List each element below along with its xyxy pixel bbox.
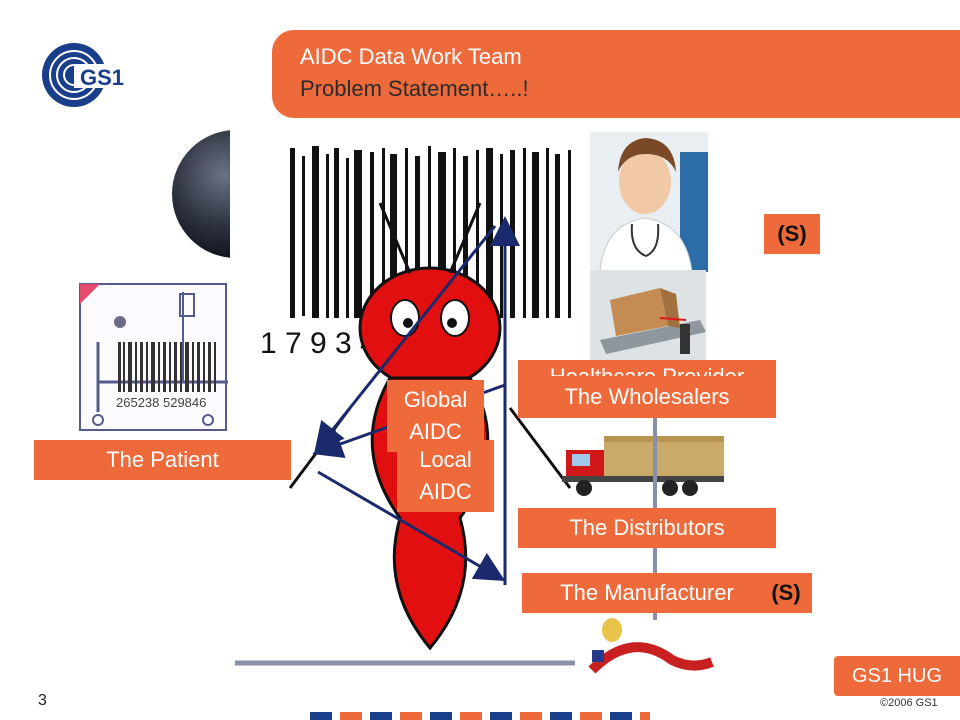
- the-manufacturer-label: The Manufacturer: [522, 573, 772, 613]
- the-patient-label: The Patient: [34, 440, 291, 480]
- page-number: 3: [38, 692, 47, 709]
- globe-image: [170, 128, 230, 260]
- arrow-patient-to-manufacturer: [317, 470, 506, 582]
- event-badge: GS1 HUG: [834, 656, 960, 696]
- bottom-decoration: [572, 600, 722, 678]
- the-wholesalers-label: The Wholesalers: [518, 376, 776, 418]
- package-scanner-photo: [590, 270, 706, 360]
- local-aidc-label: Local AIDC: [397, 440, 494, 512]
- footer-stripe: [310, 712, 650, 720]
- healthcare-provider-photo: [590, 132, 708, 273]
- gs1-logo: GS1: [40, 40, 130, 110]
- truck-image: [560, 432, 725, 502]
- gs1-logo-text: GS1: [80, 65, 124, 90]
- patient-illustration: 265238 529846: [78, 282, 228, 432]
- page-subtitle: Problem Statement…..!: [300, 76, 529, 101]
- title-banner: AIDC Data Work Team Problem Statement…..…: [272, 30, 960, 118]
- the-distributors-label: The Distributors: [518, 508, 776, 548]
- page-title: AIDC Data Work Team: [300, 44, 522, 69]
- s-marker-top: (S): [764, 214, 820, 254]
- patient-barcode: [118, 342, 216, 392]
- s-marker-manufacturer: (S): [760, 573, 812, 613]
- patient-barcode-digits: 265238 529846: [116, 395, 206, 410]
- arrow-global-to-patient: [314, 225, 497, 453]
- copyright: ©2006 GS1: [880, 697, 938, 709]
